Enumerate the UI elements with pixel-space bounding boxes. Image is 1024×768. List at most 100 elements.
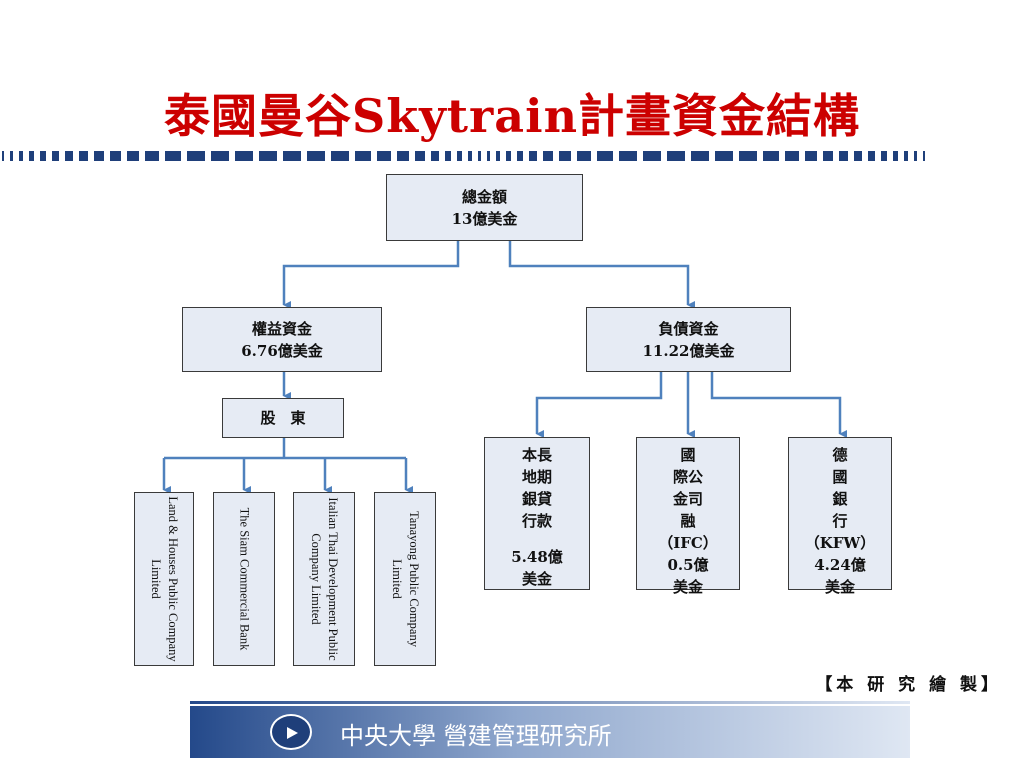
divider-mark bbox=[331, 151, 349, 161]
divider-mark bbox=[165, 151, 181, 161]
connector-root-debt bbox=[508, 241, 695, 309]
debt-amount: 11.22億美金 bbox=[642, 341, 735, 360]
lender-amount: 0.5億 bbox=[667, 556, 709, 574]
divider-mark bbox=[715, 151, 733, 161]
divider-mark bbox=[823, 151, 833, 161]
divider-mark bbox=[457, 151, 462, 161]
divider-mark bbox=[397, 151, 409, 161]
lender-box-local-banks: 本長 地期 銀貸 行款 5.48億 美金 bbox=[484, 437, 590, 590]
slide-title: 泰國曼谷Skytrain計畫資金結構 bbox=[163, 89, 861, 143]
divider-mark bbox=[667, 151, 685, 161]
lender-amount-unit: 美金 bbox=[672, 578, 703, 596]
lender-text: 國 bbox=[680, 446, 696, 464]
shareholder-name-line1: Italian Thai Development Public bbox=[326, 497, 340, 661]
divider-mark bbox=[307, 151, 325, 161]
divider-mark bbox=[805, 151, 817, 161]
lender-text: 地期 bbox=[521, 468, 552, 486]
divider-mark bbox=[65, 151, 73, 161]
divider-mark bbox=[559, 151, 571, 161]
total-funds-amount: 13億美金 bbox=[451, 209, 518, 228]
shareholder-box: Tanayong Public Company Limited bbox=[374, 492, 436, 666]
divider-mark bbox=[517, 151, 523, 161]
divider-mark bbox=[211, 151, 229, 161]
divider-mark bbox=[468, 151, 472, 161]
shareholder-name: Italian Thai Development Public Company … bbox=[307, 494, 341, 664]
equity-amount: 6.76億美金 bbox=[241, 341, 323, 360]
divider-mark bbox=[739, 151, 757, 161]
divider-mark bbox=[145, 151, 159, 161]
shareholder-box: The Siam Commercial Bank bbox=[213, 492, 275, 666]
shareholder-name-line2: Limited bbox=[149, 559, 163, 599]
lender-text: 行 bbox=[832, 512, 848, 530]
shareholder-box: Italian Thai Development Public Company … bbox=[293, 492, 355, 666]
divider-mark bbox=[259, 151, 277, 161]
connector-debt-l1 bbox=[535, 372, 663, 438]
lender-text: 行款 bbox=[521, 512, 552, 530]
divider-mark bbox=[127, 151, 139, 161]
divider-mark bbox=[543, 151, 553, 161]
lender-box-ifc: 國 際公 金司 融 （IFC） 0.5億 美金 bbox=[636, 437, 740, 596]
lender-text: 際公 bbox=[672, 468, 703, 486]
divider-mark bbox=[763, 151, 779, 161]
divider-mark bbox=[10, 151, 13, 161]
lender-text: （KFW） bbox=[804, 534, 876, 552]
divider-mark bbox=[29, 151, 34, 161]
footer-institution: 中央大學 營建管理研究所 bbox=[340, 722, 612, 750]
connector-root-equity bbox=[282, 241, 460, 309]
divider-mark bbox=[914, 151, 917, 161]
equity-label: 權益資金 bbox=[251, 319, 312, 338]
lender-text: 銀貸 bbox=[521, 490, 552, 508]
lender-text: 融 bbox=[680, 512, 696, 530]
divider-mark bbox=[487, 151, 490, 161]
debt-box: 負債資金 11.22億美金 bbox=[586, 307, 791, 372]
total-funds-label: 總金額 bbox=[461, 187, 507, 206]
shareholders-box: 股 東 bbox=[222, 398, 344, 438]
divider-mark bbox=[893, 151, 898, 161]
play-icon[interactable] bbox=[270, 714, 312, 750]
shareholders-label: 股 東 bbox=[260, 409, 306, 427]
shareholder-name-line1: Tanayong Public Company Limited bbox=[390, 511, 421, 647]
lender-amount: 5.48億 bbox=[511, 548, 563, 566]
divider-mark bbox=[691, 151, 709, 161]
divider-mark bbox=[415, 151, 425, 161]
title-divider bbox=[2, 151, 925, 161]
divider-mark bbox=[445, 151, 451, 161]
shareholder-name-line1: The Siam Commercial Bank bbox=[237, 507, 252, 651]
divider-mark bbox=[785, 151, 799, 161]
lender-text: 德 bbox=[832, 446, 848, 464]
divider-mark bbox=[377, 151, 391, 161]
lender-text: 金司 bbox=[672, 490, 703, 508]
divider-mark bbox=[478, 151, 481, 161]
footer-line bbox=[190, 701, 910, 704]
shareholder-name-line2: Company Limited bbox=[309, 533, 323, 625]
divider-mark bbox=[597, 151, 613, 161]
divider-mark bbox=[235, 151, 253, 161]
divider-mark bbox=[52, 151, 59, 161]
debt-label: 負債資金 bbox=[658, 319, 719, 338]
divider-mark bbox=[283, 151, 301, 161]
divider-mark bbox=[94, 151, 104, 161]
divider-mark bbox=[506, 151, 511, 161]
total-funds-box: 總金額 13億美金 bbox=[386, 174, 583, 241]
lender-text: 銀 bbox=[832, 490, 848, 508]
lender-text: （IFC） bbox=[658, 534, 718, 552]
lender-amount-unit: 美金 bbox=[824, 578, 855, 596]
divider-mark bbox=[529, 151, 537, 161]
divider-mark bbox=[355, 151, 371, 161]
shareholder-name-line1: Land & Houses Public Company bbox=[166, 496, 180, 662]
divider-mark bbox=[881, 151, 887, 161]
divider-mark bbox=[187, 151, 205, 161]
divider-mark bbox=[19, 151, 23, 161]
shareholder-name: Land & Houses Public Company Limited bbox=[147, 494, 181, 664]
divider-mark bbox=[619, 151, 637, 161]
lender-text: 本長 bbox=[521, 446, 552, 464]
lender-amount-unit: 美金 bbox=[521, 570, 552, 588]
lender-amount: 4.24億 bbox=[814, 556, 866, 574]
divider-mark bbox=[643, 151, 661, 161]
divider-mark bbox=[40, 151, 46, 161]
shareholder-name: Tanayong Public Company Limited bbox=[388, 494, 422, 664]
source-note: 【本 研 究 繪 製】 bbox=[815, 675, 1002, 695]
lender-box-kfw: 德 國 銀 行 （KFW） 4.24億 美金 bbox=[788, 437, 892, 596]
divider-mark bbox=[577, 151, 591, 161]
